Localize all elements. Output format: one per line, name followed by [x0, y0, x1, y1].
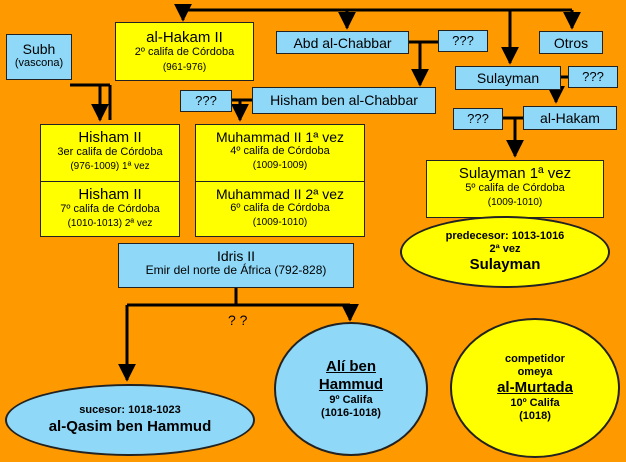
al-hakam-ii-title: 2º califa de Córdoba [134, 46, 235, 59]
node-muhammad-ii-first: Muhammad II 1ª vez 4º califa de Córdoba … [195, 124, 365, 182]
node-al-hakam-ii: al-Hakam II 2º califa de Córdoba (961-97… [115, 22, 254, 81]
node-unknown-al-hakam: ??? [453, 108, 503, 130]
node-unknown-hisham-chabbar: ??? [180, 90, 232, 112]
hisham-ii-first-years: (976-1009) 1ª vez [70, 160, 150, 172]
al-murtada-line4: (1018) [519, 410, 551, 423]
unknown-hisham-chabbar-name: ??? [195, 93, 217, 108]
idris-ii-name: Idris II [216, 248, 256, 264]
al-hakam-ii-years: (961-976) [162, 61, 207, 73]
hisham-ii-second-name: Hisham II [78, 186, 142, 203]
ellipse-sulayman-second: predecesor: 1013-1016 2ª vez Sulayman [400, 216, 610, 288]
sulayman-second-line2: 2ª vez [489, 243, 521, 255]
node-sulayman-parent: Sulayman [455, 66, 561, 90]
ellipse-al-murtada: competidor omeya al-Murtada 10º Califa (… [450, 318, 620, 458]
node-idris-ii: Idris II Emir del norte de África (792-8… [118, 243, 354, 288]
node-abd-al-chabbar: Abd al-Chabbar [276, 31, 409, 54]
node-hisham-ben-al-chabbar: Hisham ben al-Chabbar [252, 87, 436, 114]
abd-al-chabbar-name: Abd al-Chabbar [293, 35, 392, 51]
node-unknown-abd: ??? [438, 30, 488, 52]
hisham-ii-second-title: 7º califa de Córdoba [60, 203, 160, 216]
sulayman-first-years: (1009-1010) [487, 196, 543, 208]
al-hakam-name: al-Hakam [540, 110, 600, 126]
unknown-sulayman-name: ??? [582, 69, 604, 84]
sulayman-second-name: Sulayman [469, 256, 541, 274]
sulayman-first-title: 5º califa de Córdoba [465, 182, 565, 195]
node-hisham-ii-second: Hisham II 7º califa de Córdoba (1010-101… [40, 181, 180, 237]
idris-ii-title: Emir del norte de África (792-828) [145, 263, 327, 278]
unknown-abd-name: ??? [452, 33, 474, 48]
hisham-ben-al-chabbar-name: Hisham ben al-Chabbar [270, 92, 418, 108]
ellipse-al-qasim: sucesor: 1018-1023 al-Qasim ben Hammud [5, 384, 255, 456]
hisham-ii-first-title: 3er califa de Córdoba [57, 146, 163, 159]
hisham-ii-second-years: (1010-1013) 2ª vez [67, 217, 153, 229]
sulayman-parent-name: Sulayman [476, 70, 540, 86]
node-al-hakam: al-Hakam [523, 106, 617, 130]
al-qasim-line1: sucesor: 1018-1023 [79, 404, 181, 417]
node-subh: Subh (vascona) [6, 34, 72, 80]
muhammad-ii-first-title: 4º califa de Córdoba [230, 145, 330, 158]
sulayman-second-line1: predecesor: 1013-1016 [445, 229, 565, 242]
node-otros: Otros [539, 31, 603, 54]
al-murtada-line2: omeya [517, 365, 553, 378]
ali-name-line2: Hammud [318, 375, 384, 393]
muhammad-ii-second-years: (1009-1010) [252, 216, 308, 228]
al-murtada-line1: competidor [505, 352, 565, 365]
subh-sub: (vascona) [14, 57, 64, 70]
muhammad-ii-first-years: (1009-1009) [252, 159, 308, 171]
node-muhammad-ii-second: Muhammad II 2ª vez 6º califa de Córdoba … [195, 181, 365, 237]
ali-name-line1: Alí ben [325, 357, 376, 375]
al-hakam-ii-name: al-Hakam II [146, 29, 223, 46]
sulayman-first-name: Sulayman 1ª vez [458, 165, 572, 182]
unknown-al-hakam-name: ??? [467, 111, 489, 126]
otros-name: Otros [553, 35, 589, 51]
node-hisham-ii-first: Hisham II 3er califa de Córdoba (976-100… [40, 124, 180, 182]
node-sulayman-first: Sulayman 1ª vez 5º califa de Córdoba (10… [426, 160, 604, 218]
unknown-link-marks: ? ? [228, 312, 248, 328]
al-murtada-name: al-Murtada [497, 379, 573, 396]
ellipse-ali-ben-hammud: Alí ben Hammud 9º Califa (1016-1018) [274, 322, 428, 456]
hisham-ii-first-name: Hisham II [78, 129, 142, 146]
node-unknown-sulayman: ??? [568, 66, 618, 88]
ali-line1: 9º Califa [329, 393, 373, 406]
muhammad-ii-first-name: Muhammad II 1ª vez [215, 129, 345, 145]
ali-line2: (1016-1018) [321, 407, 381, 419]
subh-name: Subh [22, 41, 56, 57]
muhammad-ii-second-title: 6º califa de Córdoba [230, 202, 330, 215]
al-qasim-name: al-Qasim ben Hammud [48, 417, 212, 435]
muhammad-ii-second-name: Muhammad II 2ª vez [215, 186, 345, 202]
al-murtada-line3: 10º Califa [510, 397, 560, 409]
